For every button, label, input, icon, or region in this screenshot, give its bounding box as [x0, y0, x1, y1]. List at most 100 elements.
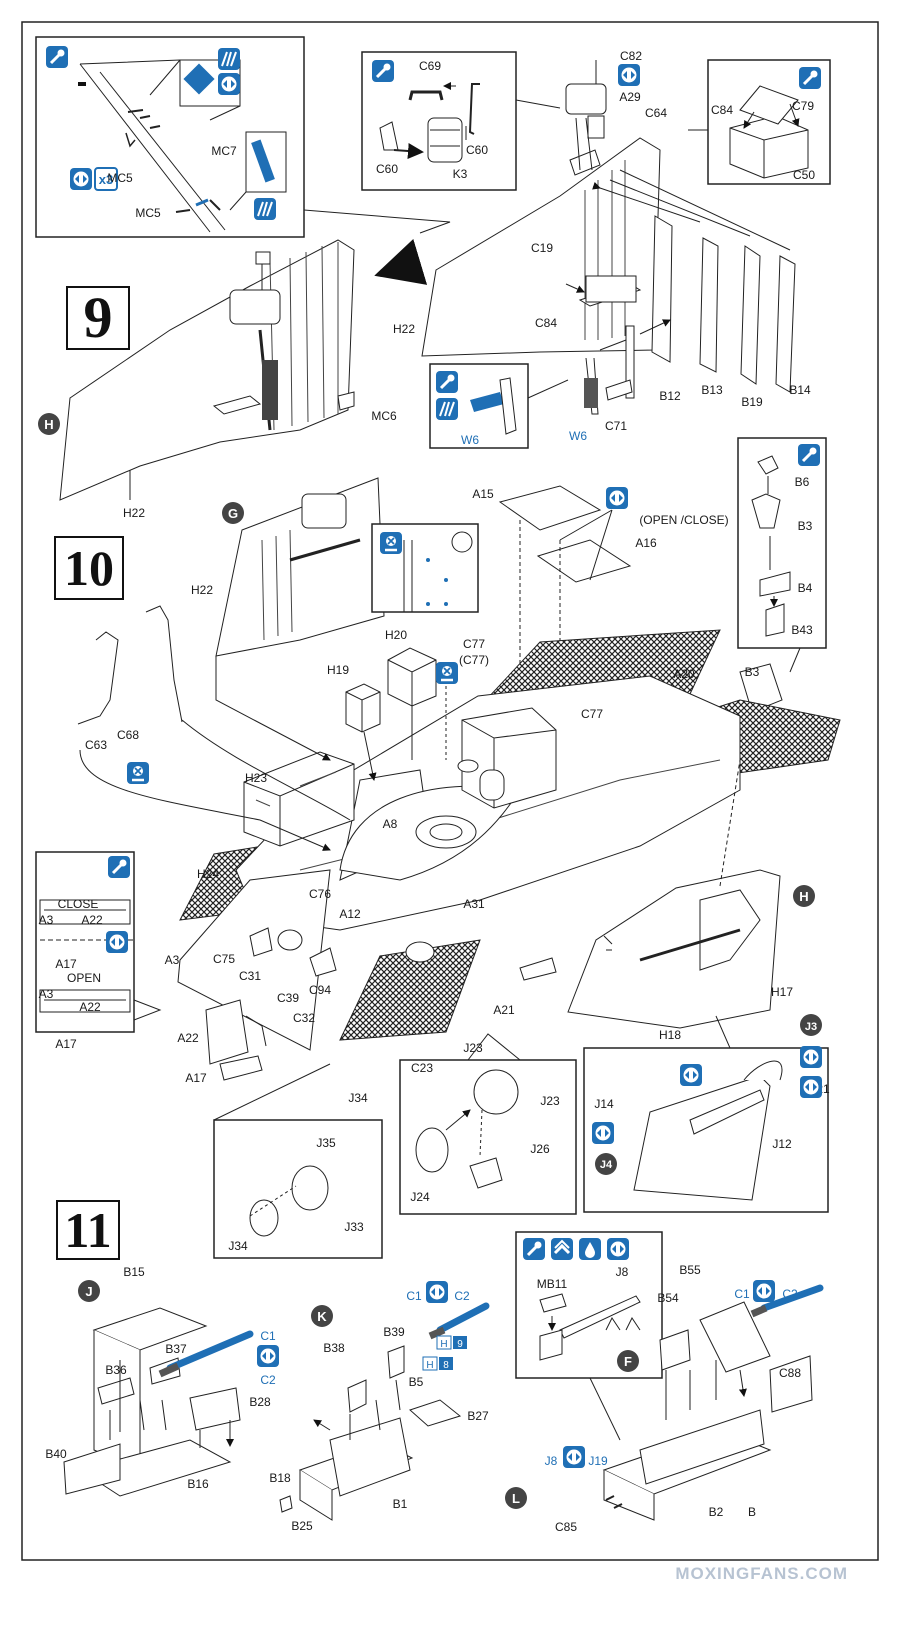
part-label: C77 — [463, 637, 485, 651]
arrows-icon — [592, 1122, 614, 1144]
part-label: A21 — [493, 1003, 515, 1017]
part-label: B5 — [409, 1375, 424, 1389]
part-label: A17 — [55, 957, 77, 971]
callout-j12-detail — [583, 1015, 829, 1213]
callout-idler-detail — [213, 1063, 383, 1259]
page-border — [21, 21, 879, 1561]
part-label: B37 — [165, 1342, 187, 1356]
view-marker-f — [617, 1350, 639, 1372]
part-label: C60 — [376, 162, 398, 176]
part-label: A22 — [81, 913, 103, 927]
arrows-icon — [257, 1345, 279, 1367]
part-label: B36 — [105, 1363, 127, 1377]
view-marker-l — [505, 1487, 527, 1509]
view-marker-j4 — [595, 1153, 617, 1175]
step11-ammo-rack-j — [63, 1307, 279, 1497]
remove-icon — [378, 530, 404, 556]
watermark: MOXINGFANS.COM — [675, 1564, 848, 1583]
part-label: H18 — [659, 1028, 681, 1042]
part-label: A20 — [673, 667, 695, 681]
part-label: H22 — [191, 583, 213, 597]
part-labels: C82 A29 C64 C69 C60 C60 K3 C84 C79 C50 M… — [39, 49, 830, 1534]
part-label: J23 — [463, 1041, 483, 1055]
view-marker-j — [78, 1280, 100, 1302]
part-label: W6 — [569, 429, 587, 443]
part-label: J14 — [594, 1097, 614, 1111]
part-label: C69 — [419, 59, 441, 73]
part-label: A8 — [383, 817, 398, 831]
part-label: B27 — [467, 1409, 489, 1423]
part-label: B15 — [123, 1265, 145, 1279]
part-label: J23 — [540, 1094, 560, 1108]
part-label: MC5 — [135, 206, 161, 220]
view-markers: H G H J K F L J3 J4 — [38, 413, 822, 1509]
part-label: C85 — [555, 1520, 577, 1534]
view-marker-label: K — [317, 1309, 327, 1324]
store-icon — [797, 65, 823, 91]
part-label: C76 — [309, 887, 331, 901]
part-label: B19 — [741, 395, 763, 409]
part-label: H19 — [327, 663, 349, 677]
bend-icon — [549, 1236, 575, 1262]
part-label: C39 — [277, 991, 299, 1005]
view-marker-g — [222, 502, 244, 524]
callout-wheel-detail — [399, 1033, 577, 1215]
view-marker-label: L — [512, 1491, 520, 1506]
arrows-icon — [70, 168, 92, 190]
arrows-icon — [800, 1046, 822, 1068]
part-label: MC5 — [107, 171, 133, 185]
part-label: J8 — [616, 1265, 629, 1279]
callout-w6-detail — [429, 363, 569, 449]
part-label: C75 — [213, 952, 235, 966]
part-label: A29 — [619, 90, 641, 104]
arrows-icon — [426, 1281, 448, 1303]
step11-ammo-rack-l — [563, 1280, 824, 1521]
glue-icon — [579, 1238, 601, 1260]
part-label: C23 — [411, 1061, 433, 1075]
part-label: J33 — [344, 1220, 364, 1234]
arrows-icon — [563, 1446, 585, 1468]
blade-icon — [253, 197, 277, 221]
part-label: B40 — [45, 1447, 67, 1461]
part-label: B12 — [659, 389, 681, 403]
part-label: H22 — [123, 506, 145, 520]
part-label: B43 — [791, 623, 813, 637]
part-label: A17 — [55, 1037, 77, 1051]
part-label: H23 — [245, 771, 267, 785]
view-marker-h — [793, 885, 815, 907]
part-label: B1 — [393, 1497, 408, 1511]
part-label: J12 — [772, 1137, 792, 1151]
arrows-icon — [606, 487, 628, 509]
view-marker-k — [311, 1305, 333, 1327]
part-label: A22 — [177, 1031, 199, 1045]
arrows-icon — [607, 1238, 629, 1260]
view-marker-label: F — [624, 1354, 632, 1369]
part-label: B13 — [701, 383, 723, 397]
blade-icon — [435, 397, 459, 421]
part-label: B3 — [745, 665, 760, 679]
part-label: C31 — [239, 969, 261, 983]
callout-box-detail — [688, 59, 831, 185]
part-label: B39 — [383, 1325, 405, 1339]
part-label: C2 — [782, 1287, 798, 1301]
step10-hull-assembly — [77, 437, 841, 1081]
callout-armor-shield-detail: x3 — [35, 36, 451, 238]
part-label: H22 — [393, 322, 415, 336]
part-label: C2 — [454, 1289, 470, 1303]
part-label: C94 — [309, 983, 331, 997]
part-label: J34 — [348, 1091, 368, 1105]
arrows-icon — [680, 1064, 702, 1086]
part-label: A15 — [472, 487, 494, 501]
part-label: C71 — [605, 419, 627, 433]
part-label: C79 — [792, 99, 814, 113]
step11-ammo-rack-k: H 9 H 8 — [279, 1281, 490, 1521]
part-label: B14 — [789, 383, 811, 397]
part-label: A31 — [463, 897, 485, 911]
part-label: C60 — [466, 143, 488, 157]
part-label: (C77) — [459, 653, 489, 667]
part-label: B55 — [679, 1263, 701, 1277]
part-label: C1 — [406, 1289, 422, 1303]
callout-bracket-detail — [361, 51, 561, 191]
callout-door-open-close — [35, 851, 162, 1033]
